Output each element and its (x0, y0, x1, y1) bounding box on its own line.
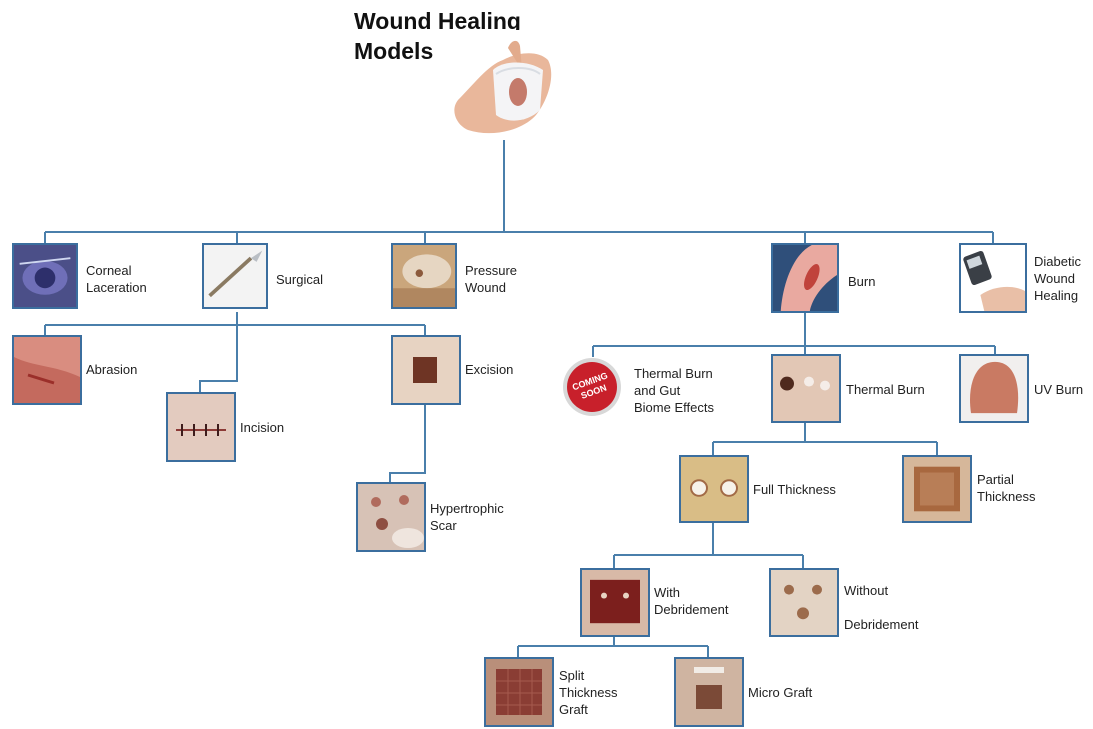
undebrided-wound-photo (769, 568, 839, 637)
label-abrasion: Abrasion (86, 361, 137, 378)
label-uv-burn: UV Burn (1034, 381, 1083, 398)
label-thermal-burn-gut: Thermal Burn and Gut Biome Effects (634, 365, 714, 416)
uv-burn-photo (959, 354, 1029, 423)
label-full-thickness: Full Thickness (753, 481, 836, 498)
connector-burn (593, 313, 995, 357)
eye-photo (12, 243, 78, 309)
label-hypertrophic-scar: Hypertrophic Scar (430, 500, 504, 534)
label-without-debridement: Without Debridement (844, 582, 918, 633)
label-micro-graft: Micro Graft (748, 684, 812, 701)
pressure-wound-photo (391, 243, 457, 309)
abrasion-photo (12, 335, 82, 405)
label-diabetic-wound-healing: Diabetic Wound Healing (1034, 253, 1081, 304)
excision-photo (391, 335, 461, 405)
connector-full (614, 523, 803, 568)
connector-surgical (45, 312, 425, 392)
thermal-burn-photo (771, 354, 841, 423)
label-thermal-burn: Thermal Burn (846, 381, 925, 398)
full-thickness-photo (679, 455, 749, 523)
label-pressure-wound: Pressure Wound (465, 262, 517, 296)
arm-burn-photo (771, 243, 839, 313)
split-graft-photo (484, 657, 554, 727)
label-surgical: Surgical (276, 271, 323, 288)
sutured-incision-photo (166, 392, 236, 462)
label-burn: Burn (848, 273, 875, 290)
scalpel-photo (202, 243, 268, 309)
connector-debride (518, 637, 708, 657)
scar-photo (356, 482, 426, 552)
label-partial-thickness: Partial Thickness (977, 471, 1036, 505)
glucose-meter-photo (959, 243, 1027, 313)
connector-thermal (713, 423, 937, 455)
micro-graft-photo (674, 657, 744, 727)
label-with-debridement: With Debridement (654, 584, 728, 618)
label-excision: Excision (465, 361, 513, 378)
label-incision: Incision (240, 419, 284, 436)
label-corneal-laceration: Corneal Laceration (86, 262, 147, 296)
connector-root (45, 140, 993, 243)
connector-excision (390, 403, 425, 482)
bandaged-hand-photo (448, 30, 560, 140)
label-split-thickness-graft: Split Thickness Graft (559, 667, 618, 718)
debrided-wound-photo (580, 568, 650, 637)
coming-soon-badge: COMING SOON (562, 357, 622, 417)
partial-thickness-photo (902, 455, 972, 523)
